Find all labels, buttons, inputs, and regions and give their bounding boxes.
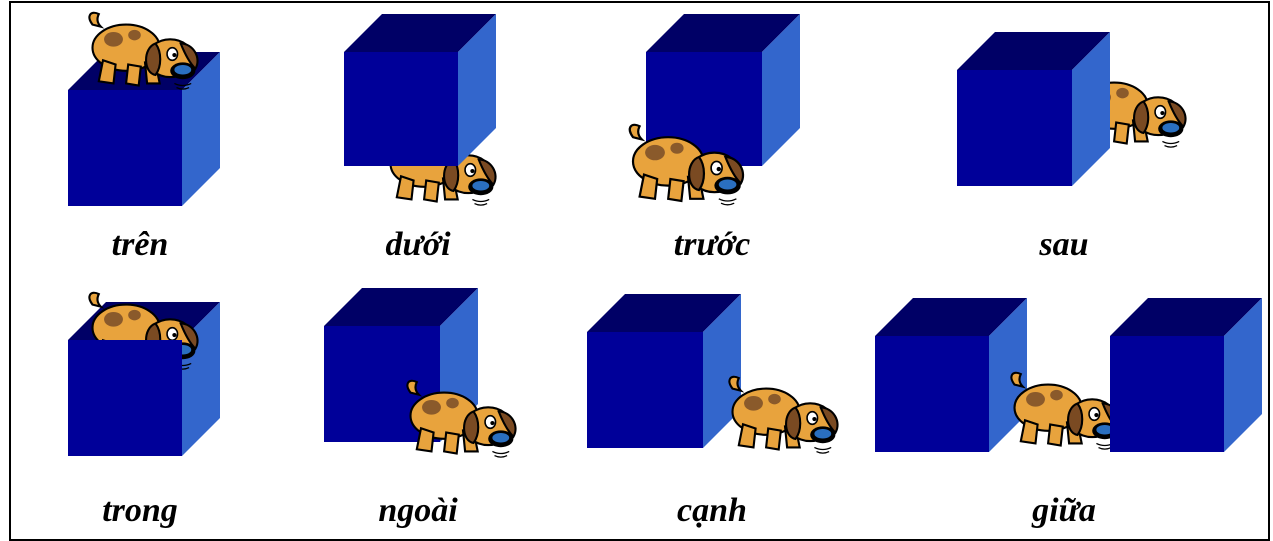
scene-truoc: [630, 14, 800, 205]
scene-trong: [68, 293, 220, 456]
scene-sau: [957, 32, 1186, 186]
label-truoc: trước: [592, 228, 832, 262]
scene-canh: [587, 294, 838, 453]
label-ngoai: ngoài: [298, 494, 538, 528]
label-sau: sau: [944, 228, 1184, 262]
cube: [957, 32, 1110, 186]
dog-icon: [729, 377, 837, 453]
label-giua: giữa: [944, 494, 1184, 528]
cube: [587, 294, 741, 448]
cube-front: [68, 340, 182, 456]
cube: [344, 14, 496, 166]
scene-ngoai: [324, 288, 516, 457]
dog-icon: [1011, 373, 1119, 449]
label-duoi: dưới: [298, 228, 538, 262]
cube-right: [1110, 298, 1262, 452]
cube: [68, 52, 220, 206]
cube-left: [875, 298, 1027, 452]
label-canh: cạnh: [592, 494, 832, 528]
scene-tren: [68, 13, 220, 206]
scene-giua: [875, 298, 1262, 452]
label-trong: trong: [20, 494, 260, 528]
scene-duoi: [344, 14, 496, 205]
label-tren: trên: [20, 228, 260, 262]
